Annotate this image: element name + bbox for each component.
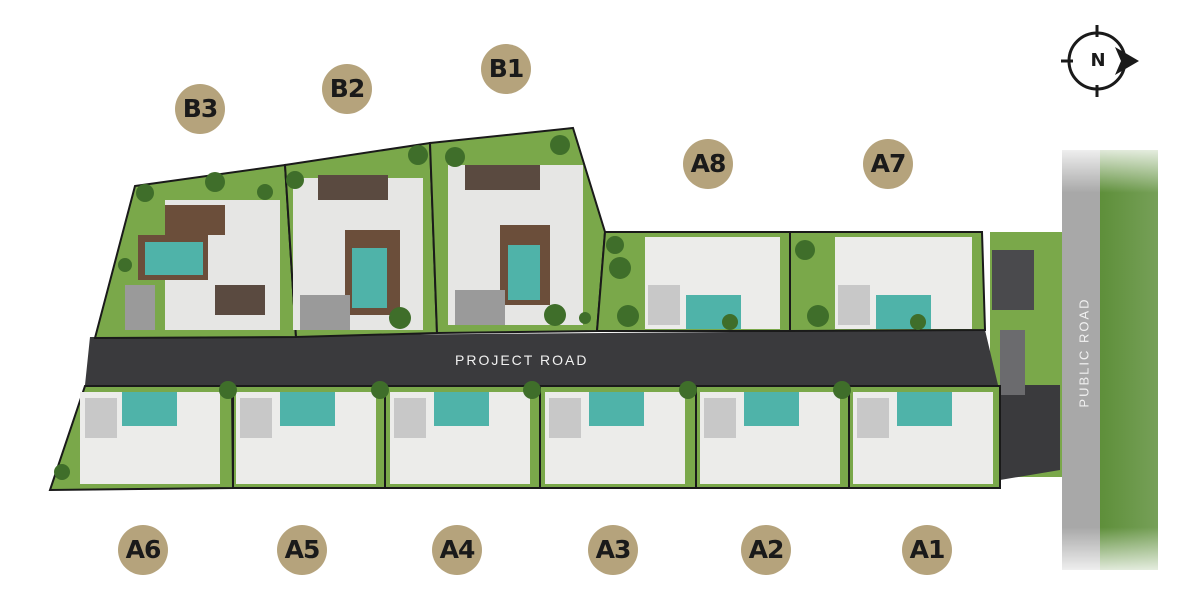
project-road	[85, 250, 1060, 480]
public-road	[1062, 140, 1162, 580]
lot-badge-b3[interactable]: B3	[175, 84, 225, 134]
lot-badge-a6[interactable]: A6	[118, 525, 168, 575]
lot-badge-a4[interactable]: A4	[432, 525, 482, 575]
lot-badge-b2[interactable]: B2	[322, 64, 372, 114]
lot-badge-a7[interactable]: A7	[863, 139, 913, 189]
lot-badge-a8[interactable]: A8	[683, 139, 733, 189]
lot-badge-a5[interactable]: A5	[277, 525, 327, 575]
compass-letter: N	[1090, 50, 1106, 71]
north-compass	[1061, 25, 1139, 97]
lot-badge-a3[interactable]: A3	[588, 525, 638, 575]
trees	[54, 135, 926, 480]
lot-badge-a1[interactable]: A1	[902, 525, 952, 575]
lot-badge-b1[interactable]: B1	[481, 44, 531, 94]
south-villas	[80, 392, 993, 484]
public-road-label: PUBLIC ROAD	[1076, 297, 1092, 408]
lot-badge-a2[interactable]: A2	[741, 525, 791, 575]
project-road-label: PROJECT ROAD	[455, 352, 589, 368]
